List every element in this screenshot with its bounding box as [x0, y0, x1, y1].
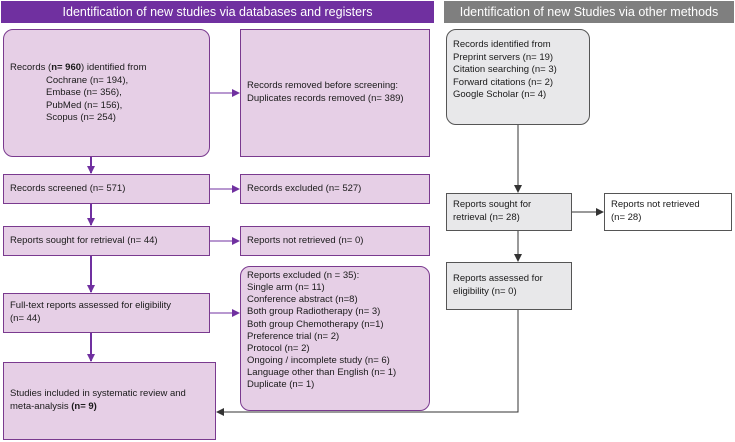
- records-screened-box: Records screened (n= 571): [3, 174, 210, 204]
- records-identified-heading: Records (n= 960) identified from: [10, 62, 147, 73]
- header-databases: Identification of new studies via databa…: [1, 1, 434, 23]
- other-records-heading: Records identified from: [453, 39, 551, 50]
- records-screened-label: Records screened (n= 571): [10, 182, 126, 194]
- other-reports-sought-count: retrieval (n= 28): [453, 212, 520, 223]
- excluded-language: Language other than English (n= 1): [247, 367, 397, 379]
- studies-included-count: (n= 9): [71, 401, 97, 412]
- source-citation-searching: Citation searching (n= 3): [453, 64, 557, 76]
- reports-sought-box: Reports sought for retrieval (n= 44): [3, 226, 210, 256]
- other-reports-not-retrieved-box: Reports not retrieved (n= 28): [604, 193, 732, 231]
- source-pubmed: PubMed (n= 156),: [46, 99, 123, 111]
- fulltext-assessed-label: Full-text reports assessed for eligibili…: [10, 300, 172, 312]
- other-reports-not-retrieved-count: (n= 28): [611, 212, 642, 223]
- fulltext-assessed-count: (n= 44): [10, 313, 41, 324]
- fulltext-assessed-box: Full-text reports assessed for eligibili…: [3, 293, 210, 333]
- records-excluded-label: Records excluded (n= 527): [247, 182, 362, 194]
- reports-sought-label: Reports sought for retrieval (n= 44): [10, 234, 158, 246]
- source-forward-citations: Forward citations (n= 2): [453, 76, 554, 88]
- excluded-chemotherapy: Both group Chemotherapy (n=1): [247, 318, 384, 330]
- records-removed-box: Records removed before screening: Duplic…: [240, 29, 430, 157]
- records-removed-heading: Records removed before screening:: [247, 80, 399, 92]
- source-google-scholar: Google Scholar (n= 4): [453, 89, 547, 101]
- studies-included-line1: Studies included in systematic review an…: [10, 388, 186, 400]
- reports-not-retrieved-box: Reports not retrieved (n= 0): [240, 226, 430, 256]
- excluded-single-arm: Single arm (n= 11): [247, 282, 325, 294]
- arrow-other-assessed-to-included: [216, 310, 519, 416]
- other-reports-sought-box: Reports sought for retrieval (n= 28): [446, 193, 572, 231]
- reports-excluded-heading: Reports excluded (n = 35):: [247, 270, 360, 281]
- source-preprint-servers: Preprint servers (n= 19): [453, 51, 554, 63]
- other-reports-assessed-box: Reports assessed for eligibility (n= 0): [446, 262, 572, 310]
- other-reports-assessed-count: eligibility (n= 0): [453, 286, 517, 297]
- excluded-radiotherapy: Both group Radiotherapy (n= 3): [247, 306, 381, 318]
- duplicates-removed: Duplicates records removed (n= 389): [247, 93, 404, 104]
- reports-excluded-box: Reports excluded (n = 35): Single arm (n…: [240, 266, 430, 411]
- records-excluded-box: Records excluded (n= 527): [240, 174, 430, 204]
- source-cochrane: Cochrane (n= 194),: [46, 74, 129, 86]
- excluded-conference-abstract: Conference abstract (n=8): [247, 294, 358, 306]
- other-reports-not-retrieved-label: Reports not retrieved: [611, 199, 700, 211]
- source-scopus: Scopus (n= 254): [46, 112, 116, 124]
- studies-included-box: Studies included in systematic review an…: [3, 362, 216, 440]
- records-identified-box: Records (n= 960) identified from Cochran…: [3, 29, 210, 157]
- excluded-preference-trial: Preference trial (n= 2): [247, 330, 340, 342]
- excluded-duplicate: Duplicate (n= 1): [247, 379, 315, 391]
- source-embase: Embase (n= 356),: [46, 87, 122, 99]
- excluded-ongoing: Ongoing / incomplete study (n= 6): [247, 355, 390, 367]
- other-reports-sought-label: Reports sought for: [453, 199, 532, 211]
- reports-not-retrieved-label: Reports not retrieved (n= 0): [247, 234, 364, 246]
- excluded-protocol: Protocol (n= 2): [247, 342, 310, 354]
- other-reports-assessed-label: Reports assessed for: [453, 273, 543, 285]
- header-other-methods: Identification of new Studies via other …: [444, 1, 734, 23]
- studies-included-line2: meta-analysis (n= 9): [10, 401, 97, 412]
- other-records-identified-box: Records identified from Preprint servers…: [446, 29, 590, 125]
